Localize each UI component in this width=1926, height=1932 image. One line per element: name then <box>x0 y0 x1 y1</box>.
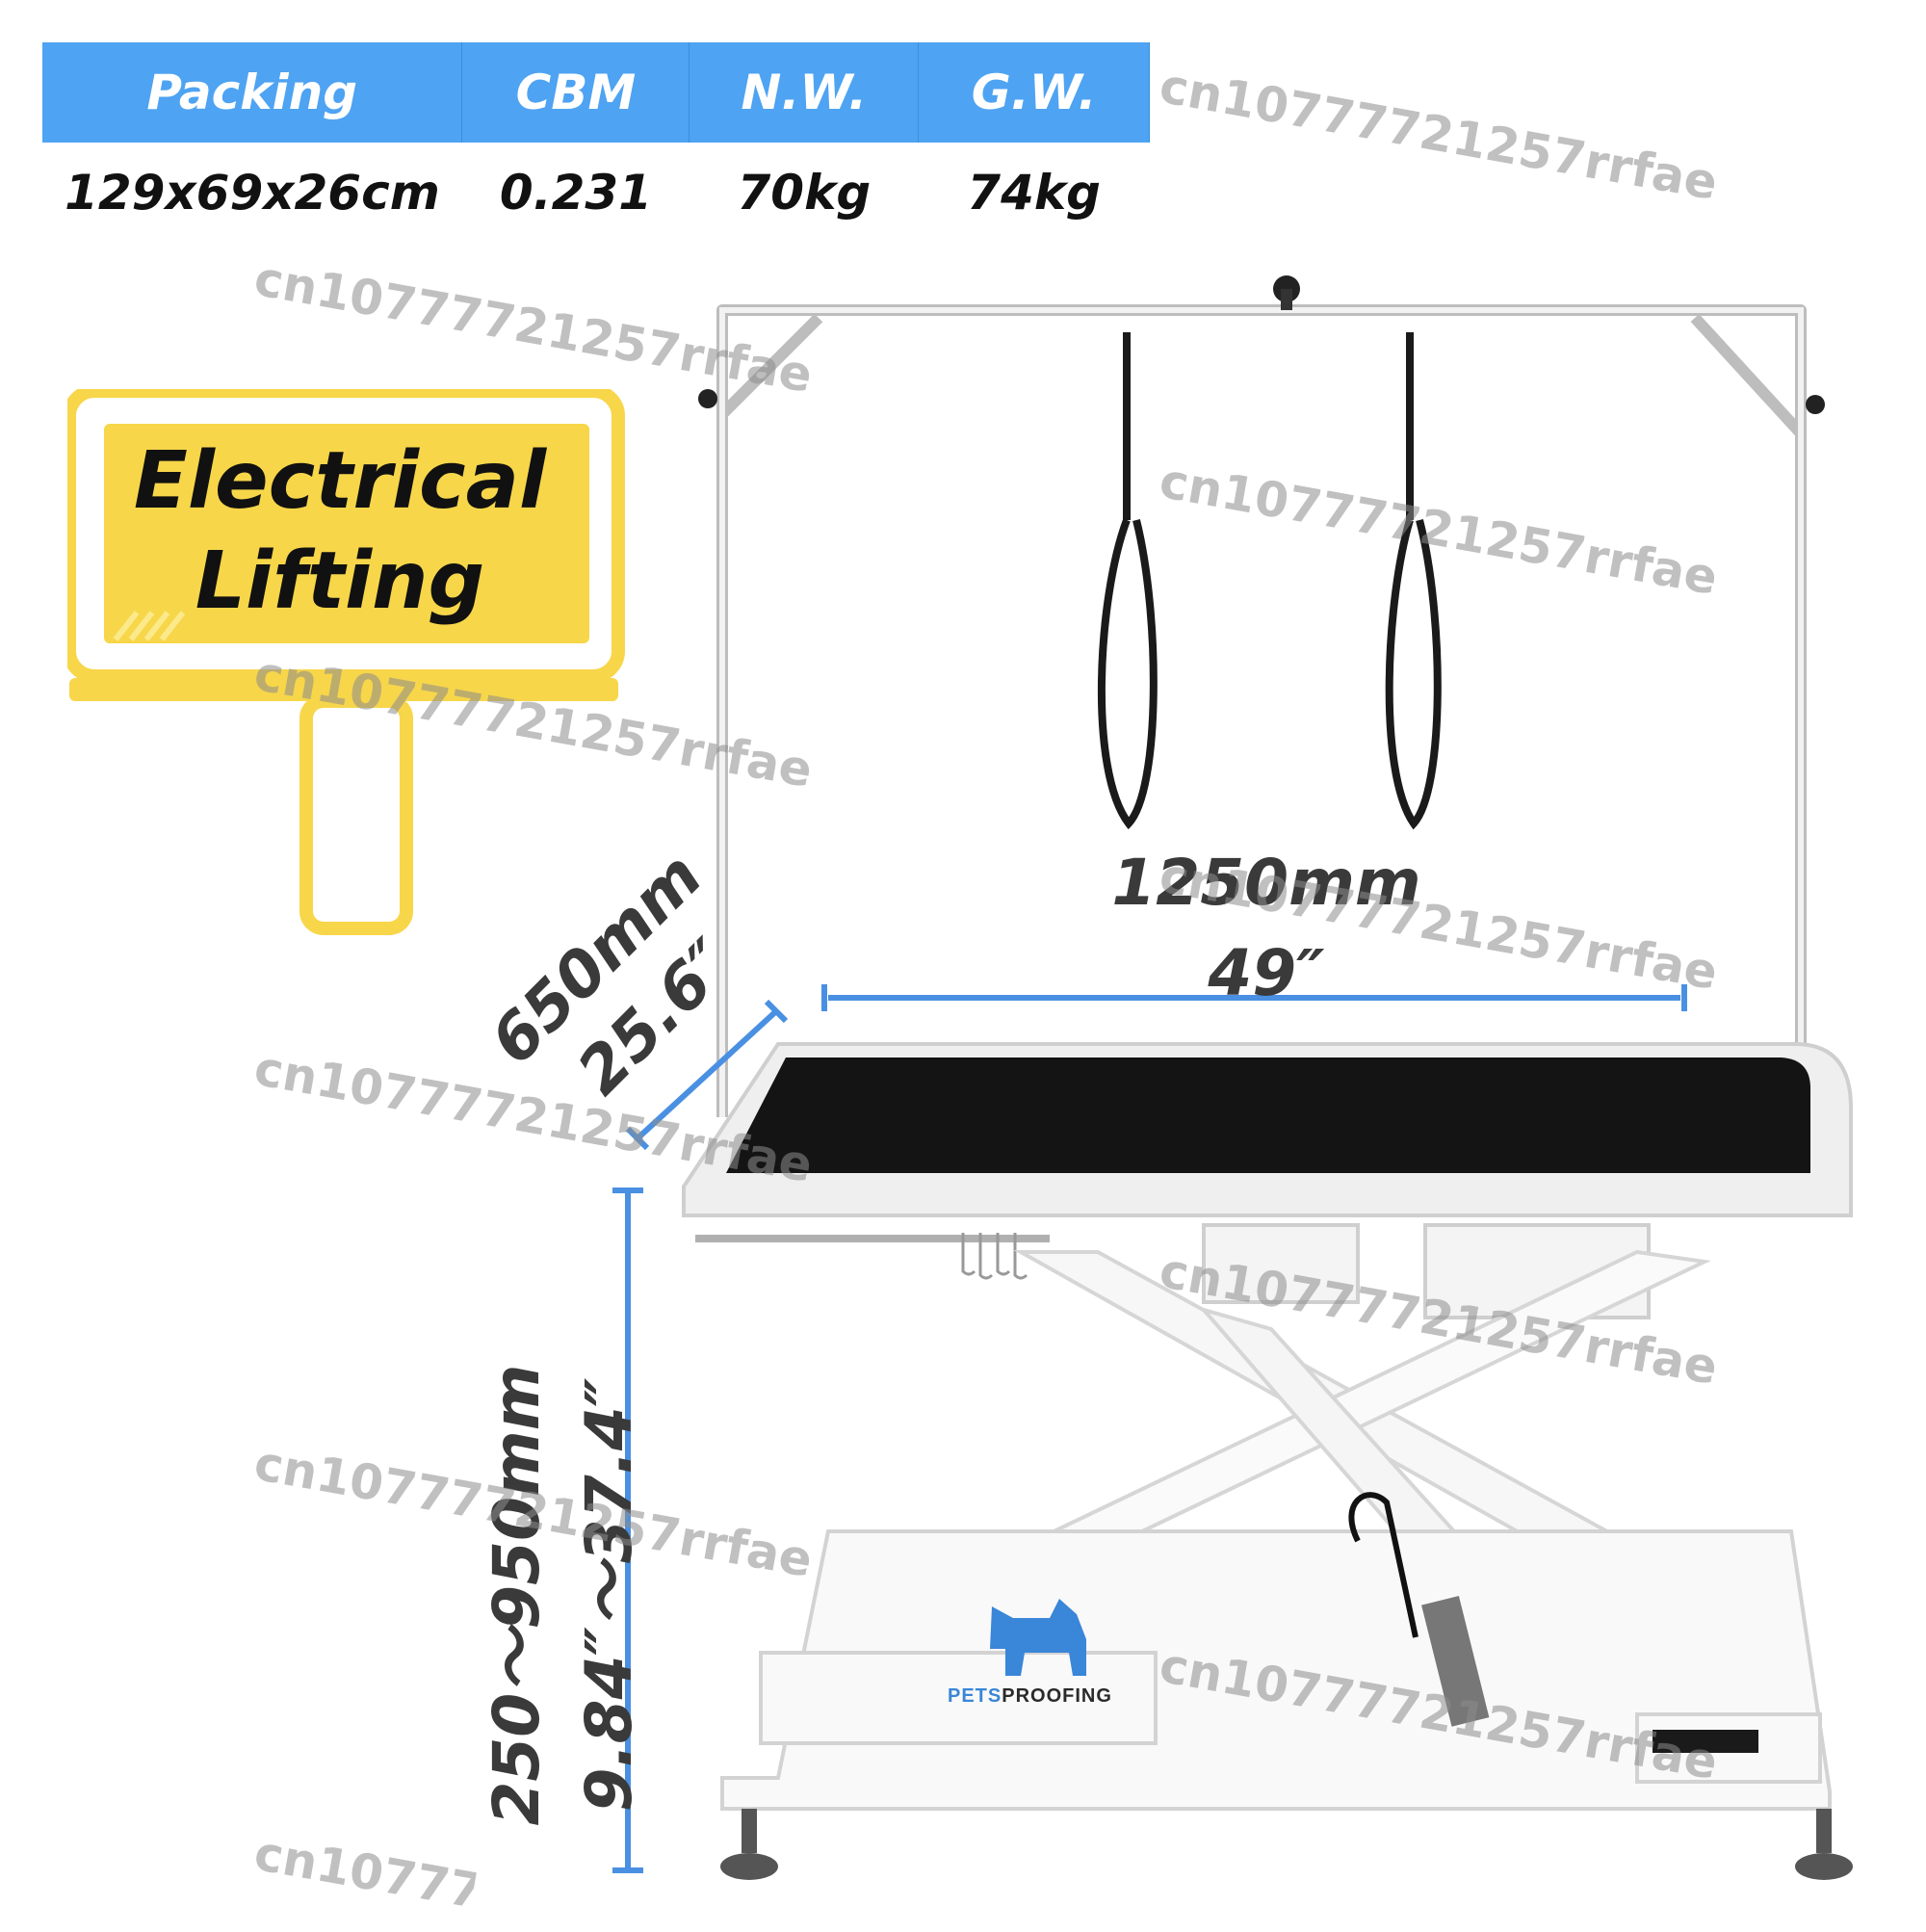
height-in: 9.84″～37.4″ <box>572 1377 646 1813</box>
grooming-loop-left-icon <box>1097 332 1158 830</box>
feature-label: Electrical Lifting <box>114 431 566 632</box>
header-packing: Packing <box>42 42 463 143</box>
height-dimension-label: 250～950mm 9.84″～37.4″ <box>471 1258 656 1932</box>
value-cbm: 0.231 <box>461 143 690 243</box>
feature-label-line1: Electrical <box>133 435 547 527</box>
dimension-depth-arrow <box>625 999 789 1151</box>
header-cbm: CBM <box>461 42 690 143</box>
value-gw: 74kg <box>918 143 1150 243</box>
grooming-loop-right-icon <box>1385 332 1442 830</box>
dimension-height-arrow <box>612 1188 643 1873</box>
brand-part2: PROOFING <box>1002 1685 1112 1707</box>
signboard-icon <box>67 389 625 935</box>
brand-part1: PETS <box>948 1685 1002 1707</box>
dimension-width-arrow <box>821 984 1687 1011</box>
spec-value-row: 129x69x26cm 0.231 70kg 74kg <box>42 143 1150 243</box>
value-nw: 70kg <box>689 143 919 243</box>
value-packing: 129x69x26cm <box>42 143 462 243</box>
spec-header-row: Packing CBM N.W. G.W. <box>42 42 1150 143</box>
tabletop-icon <box>682 1042 1853 1217</box>
terrier-dog-icon <box>990 1599 1086 1676</box>
brand-logo: PETSPROOFING <box>948 1685 1112 1708</box>
width-in: 49″ <box>1208 936 1325 1010</box>
width-dimension-label: 1250mm 49″ <box>1088 838 1444 1019</box>
width-mm: 1250mm <box>1111 846 1421 920</box>
height-mm: 250～950mm <box>480 1364 554 1826</box>
header-gw: G.W. <box>918 42 1150 143</box>
spec-table: Packing CBM N.W. G.W. 129x69x26cm 0.231 … <box>42 42 1150 243</box>
header-nw: N.W. <box>689 42 920 143</box>
feature-label-line2: Lifting <box>195 535 485 627</box>
